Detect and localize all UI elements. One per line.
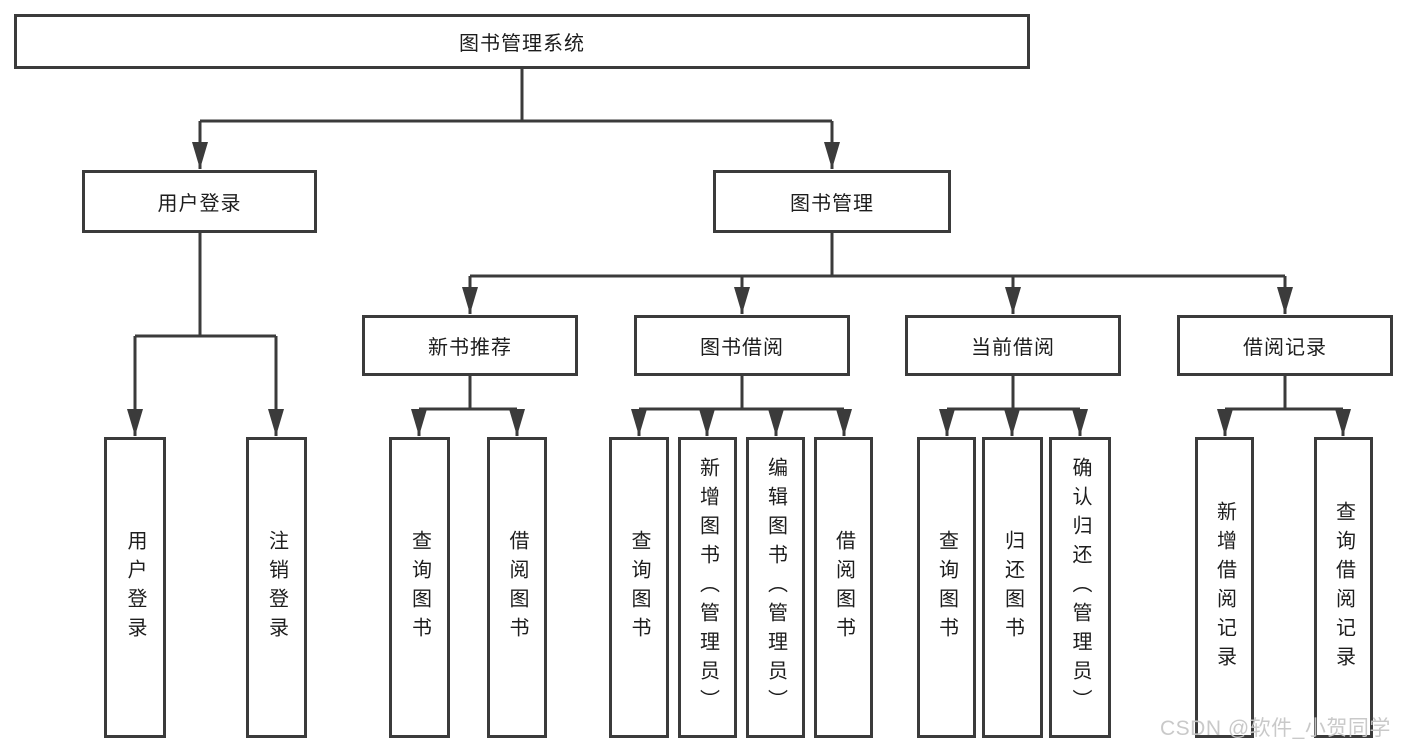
leaf-user-login-label: 用户登录 <box>124 529 146 646</box>
leaf-logout-label: 注销登录 <box>265 529 288 646</box>
leaf-bb-query-books-label: 查询图书 <box>628 529 650 646</box>
node-new-book-recommend: 新书推荐 <box>362 315 578 376</box>
csdn-watermark: CSDN @软件_小贺同学 <box>1160 717 1391 740</box>
leaf-br-query-record-label: 查询借阅记录 <box>1332 500 1355 675</box>
leaf-cb-return-books: 归还图书 <box>982 437 1043 738</box>
node-new-book-recommend-label: 新书推荐 <box>428 337 512 359</box>
leaf-cb-confirm-return-admin: 确认归还（管理员） <box>1049 437 1111 738</box>
node-book-management: 图书管理 <box>713 170 951 233</box>
leaf-br-add-record: 新增借阅记录 <box>1195 437 1254 738</box>
node-user-login: 用户登录 <box>82 170 317 233</box>
leaf-br-add-record-label: 新增借阅记录 <box>1213 500 1236 675</box>
node-borrowing-records: 借阅记录 <box>1177 315 1393 376</box>
leaf-nbr-borrow-books-label: 借阅图书 <box>506 529 528 646</box>
leaf-br-query-record: 查询借阅记录 <box>1314 437 1373 738</box>
leaf-bb-query-books: 查询图书 <box>609 437 669 738</box>
node-book-management-label: 图书管理 <box>790 193 874 215</box>
node-root-label: 图书管理系统 <box>459 33 585 55</box>
leaf-cb-confirm-return-admin-label: 确认归还（管理员） <box>1069 457 1091 718</box>
node-book-borrowing-label: 图书借阅 <box>700 337 784 359</box>
leaf-nbr-query-books-label: 查询图书 <box>408 529 431 646</box>
leaf-bb-add-books-admin: 新增图书（管理员） <box>678 437 737 738</box>
leaf-cb-query-books-label: 查询图书 <box>935 529 958 646</box>
node-book-borrowing: 图书借阅 <box>634 315 850 376</box>
leaf-cb-return-books-label: 归还图书 <box>1001 529 1024 646</box>
leaf-user-login: 用户登录 <box>104 437 166 738</box>
leaf-bb-borrow-books-label: 借阅图书 <box>832 529 855 646</box>
leaf-bb-edit-books-admin: 编辑图书（管理员） <box>746 437 805 738</box>
node-borrowing-records-label: 借阅记录 <box>1243 337 1327 359</box>
leaf-bb-add-books-admin-label: 新增图书（管理员） <box>696 457 719 718</box>
leaf-logout: 注销登录 <box>246 437 307 738</box>
node-current-borrowing-label: 当前借阅 <box>971 337 1055 359</box>
node-current-borrowing: 当前借阅 <box>905 315 1121 376</box>
leaf-bb-edit-books-admin-label: 编辑图书（管理员） <box>764 457 787 718</box>
leaf-cb-query-books: 查询图书 <box>917 437 976 738</box>
leaf-nbr-query-books: 查询图书 <box>389 437 450 738</box>
node-root: 图书管理系统 <box>14 14 1030 69</box>
leaf-nbr-borrow-books: 借阅图书 <box>487 437 547 738</box>
node-user-login-label: 用户登录 <box>157 193 242 215</box>
leaf-bb-borrow-books: 借阅图书 <box>814 437 873 738</box>
